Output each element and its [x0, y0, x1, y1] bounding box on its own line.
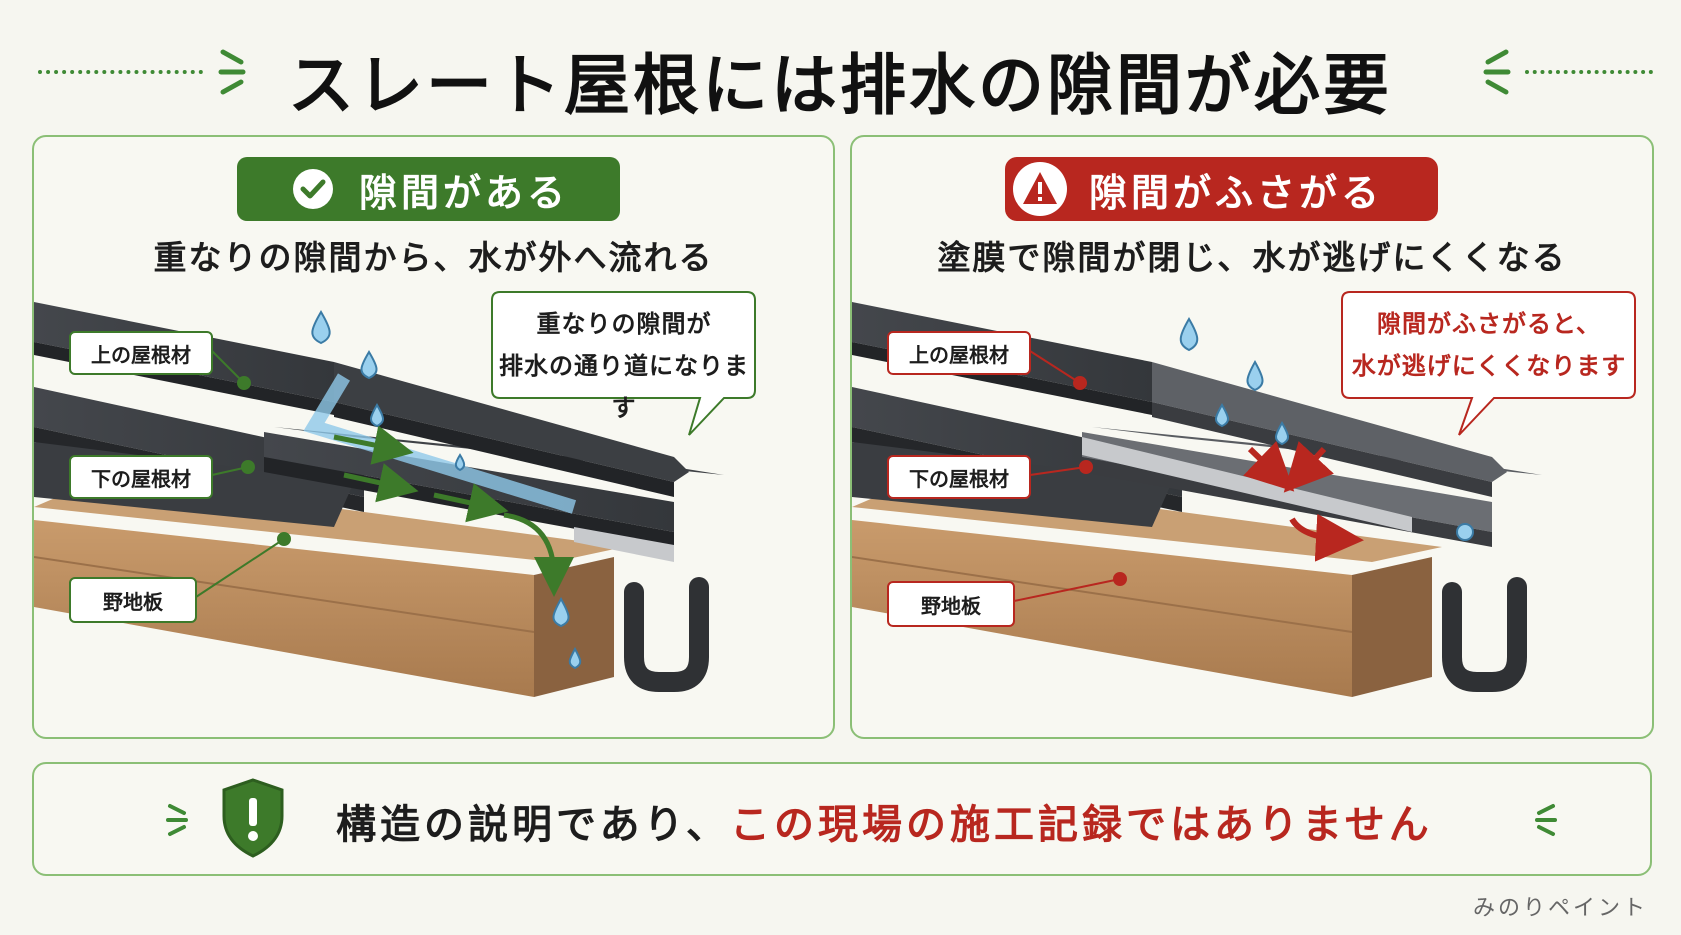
- panel-gap-present: 隙間がある 重なりの隙間から、水が外へ流れる 重なりの隙間が 排水の通り道になり…: [32, 135, 835, 739]
- subtitle-gap-present: 重なりの隙間から、水が外へ流れる: [153, 238, 714, 277]
- callout-text-left: 重なりの隙間が 排水の通り道になります: [494, 303, 754, 429]
- flashing-left: [574, 527, 674, 562]
- leader-lines-right: [1013, 350, 1127, 602]
- warning-triangle-icon: [1005, 160, 1075, 218]
- callout-bubble-left: [491, 291, 756, 436]
- gutter-left: [624, 577, 709, 692]
- label-lower-slate-left: 下の屋根材: [69, 455, 213, 499]
- callout-bubble-right: [1341, 291, 1636, 436]
- water-drops-left: [311, 310, 582, 670]
- spark-footer-left-icon: [166, 804, 188, 836]
- brand-name: みのりペイント: [1473, 896, 1649, 921]
- callout-left-line1: 重なりの隙間が: [536, 310, 712, 338]
- callout-text-right: 隙間がふさがると、 水が逃げにくくなります: [1344, 303, 1634, 387]
- shield-exclamation-icon: [222, 778, 284, 858]
- callout-right-line1: 隙間がふさがると、: [1376, 310, 1602, 338]
- label-upper-slate-left: 上の屋根材: [69, 331, 213, 375]
- title-dots-left: [38, 70, 203, 74]
- badge-gap-present-label: 隙間がある: [359, 170, 570, 215]
- title-dots-right: [1525, 70, 1653, 74]
- disclaimer-emphasis: この現場の施工記録ではありません: [730, 802, 1433, 848]
- badge-gap-blocked-label: 隙間がふさがる: [1089, 170, 1384, 215]
- spark-left-icon: [218, 49, 246, 95]
- label-lower-slate-right: 下の屋根材: [887, 455, 1031, 499]
- page-title: スレート屋根には排水の隙間が必要: [288, 47, 1392, 124]
- title-row: スレート屋根には排水の隙間が必要: [0, 24, 1681, 124]
- label-board-left: 野地板: [69, 577, 197, 623]
- badge-gap-blocked: 隙間がふさがる: [1005, 157, 1438, 221]
- leader-lines-left: [195, 350, 291, 598]
- gutter-right: [1442, 577, 1527, 692]
- panel-gap-blocked: 隙間がふさがる 塗膜で隙間が閉じ、水が逃げにくくなる 隙間がふさがると、 水が逃…: [850, 135, 1654, 739]
- label-upper-slate-right: 上の屋根材: [887, 331, 1031, 375]
- disclaimer-normal: 構造の説明であり、: [336, 802, 730, 848]
- badge-gap-present: 隙間がある: [237, 157, 620, 221]
- water-channel-left: [303, 373, 577, 514]
- callout-left-line2: 排水の通り道になります: [499, 352, 749, 422]
- disclaimer-box: 構造の説明であり、この現場の施工記録ではありません: [32, 762, 1652, 876]
- subtitle-gap-blocked: 塗膜で隙間が閉じ、水が逃げにくくなる: [937, 238, 1567, 277]
- check-circle-icon: [281, 167, 345, 211]
- label-board-right: 野地板: [887, 581, 1015, 627]
- spark-right-icon: [1483, 49, 1511, 95]
- water-drops-right: [1179, 317, 1474, 541]
- disclaimer-text: 構造の説明であり、この現場の施工記録ではありません: [336, 792, 1433, 850]
- pressure-arrows-right: [1243, 441, 1364, 562]
- diagram-gap-present: [34, 291, 756, 697]
- diagram-gap-blocked: [852, 291, 1636, 697]
- spark-footer-right-icon: [1535, 804, 1557, 836]
- callout-right-line2: 水が逃げにくくなります: [1351, 352, 1627, 380]
- flow-arrows-left: [343, 463, 574, 597]
